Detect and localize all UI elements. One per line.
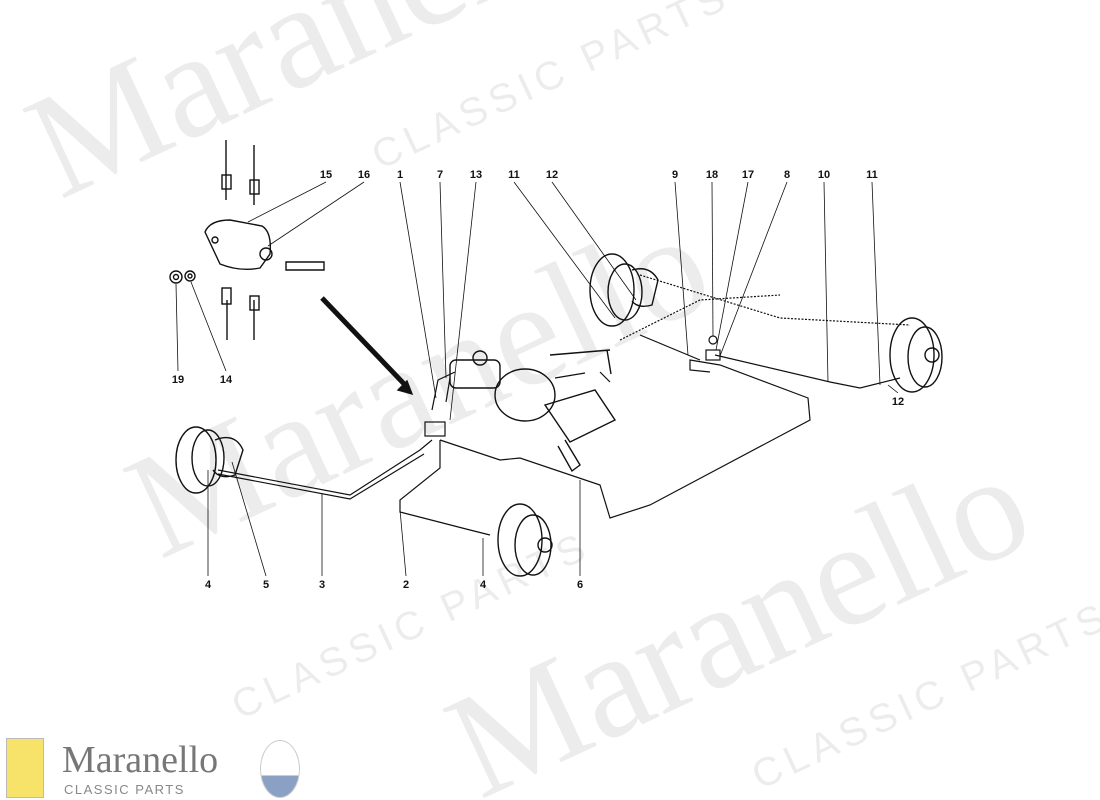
callout-6: 6 (577, 579, 583, 591)
callout-3: 3 (319, 579, 325, 591)
callout-18: 18 (706, 169, 718, 181)
brake-pipes (217, 274, 911, 536)
callout-14: 14 (220, 374, 233, 386)
direction-arrow (320, 296, 410, 390)
callout-4: 4 (205, 579, 212, 591)
logo-title: Maranello (62, 739, 219, 781)
callout-15: 15 (320, 169, 332, 181)
watermark: Maranello Maranello Maranello CLASSIC PA… (4, 0, 1100, 800)
callout-7: 7 (437, 169, 443, 181)
bolts (221, 140, 325, 340)
callout-4: 4 (480, 579, 487, 591)
pressure-regulator-valve (204, 219, 273, 271)
leader-line-11 (513, 181, 616, 319)
leader-line-12 (887, 384, 899, 394)
leader-line-2 (399, 509, 407, 577)
watermark-text: Maranello (104, 179, 733, 590)
callout-13: 13 (470, 169, 482, 181)
leader-line-7 (439, 181, 447, 379)
watermark-text: Maranello (4, 0, 633, 230)
callout-17: 17 (742, 169, 754, 181)
ferrari-badge (6, 738, 44, 798)
leader-line-10 (823, 181, 829, 383)
callout-10: 10 (818, 169, 830, 181)
brake-disc-rear-left (589, 253, 659, 327)
leader-line-17 (715, 181, 749, 351)
arrow-head (396, 379, 414, 396)
callout-1: 1 (397, 169, 403, 181)
brake-disc-front-right (497, 503, 553, 577)
maserati-badge (260, 740, 300, 798)
leader-line-18 (711, 181, 714, 337)
leader-line-13 (449, 181, 477, 421)
leader-line-14 (190, 281, 227, 372)
callout-9: 9 (672, 169, 678, 181)
leader-line-16 (267, 181, 365, 247)
leader-line-5 (231, 461, 267, 577)
leader-line-11 (871, 181, 881, 386)
callout-5: 5 (263, 579, 269, 591)
maranello-logo: Maranello CLASSIC PARTS (4, 736, 304, 798)
washers (169, 270, 196, 284)
leader-line-8 (719, 181, 788, 357)
callout-2: 2 (403, 579, 409, 591)
brake-disc-rear-right (889, 317, 943, 393)
callout-12: 12 (892, 396, 904, 408)
leader-line-12 (551, 181, 637, 301)
callout-16: 16 (358, 169, 370, 181)
leader-lines (175, 181, 899, 577)
leader-line-19 (175, 283, 179, 372)
parts-drawing (169, 140, 943, 577)
leader-line-9 (674, 181, 689, 356)
callout-12: 12 (546, 169, 558, 181)
callout-11: 11 (866, 169, 878, 181)
leader-line-15 (247, 181, 327, 223)
callout-11: 11 (508, 169, 520, 181)
watermark-text: Maranello (424, 419, 1053, 800)
leader-line-1 (399, 181, 437, 399)
callout-19: 19 (172, 374, 184, 386)
callout-8: 8 (784, 169, 790, 181)
logo-subtitle: CLASSIC PARTS (64, 782, 185, 797)
